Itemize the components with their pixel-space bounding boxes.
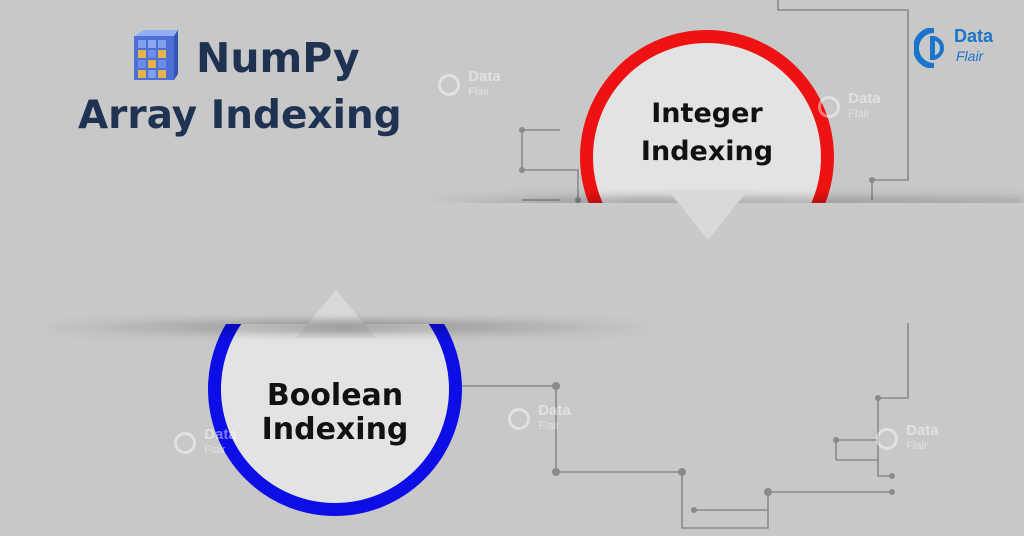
watermark: Data Flair	[876, 422, 939, 453]
watermark-text1: Data	[468, 68, 501, 85]
boolean-label-line1: Boolean	[266, 378, 404, 413]
watermark: Data Flair	[174, 426, 237, 457]
watermark: Data Flair	[438, 68, 501, 99]
integer-label-line2: Indexing	[640, 136, 774, 167]
dataflair-logo-icon	[914, 28, 944, 68]
dataflair-brand[interactable]: Data Flair	[912, 24, 1004, 72]
brand-name-line2: Flair	[956, 48, 984, 64]
watermark-text2: Flair	[468, 86, 490, 98]
watermark-text2: Flair	[906, 440, 928, 452]
watermark-text2: Flair	[848, 108, 870, 120]
boolean-indexing-label: Boolean Indexing	[221, 379, 449, 447]
watermark-text1: Data	[538, 402, 571, 419]
boolean-label-line2: Indexing	[261, 412, 409, 447]
bottom-fold-shadow	[40, 320, 650, 334]
integer-label-line1: Integer	[651, 98, 763, 129]
watermark-text2: Flair	[538, 420, 560, 432]
dataflair-watermark-icon	[174, 431, 196, 454]
dataflair-watermark-icon	[818, 95, 840, 118]
brand-name-line1: Data	[954, 26, 994, 46]
watermark-text1: Data	[848, 90, 881, 107]
top-pointer	[668, 190, 748, 240]
watermark-text1: Data	[204, 426, 237, 443]
dataflair-watermark-icon	[876, 427, 898, 450]
watermark: Data Flair	[508, 402, 571, 433]
watermark: Data Flair	[818, 90, 881, 121]
bottom-pointer	[296, 290, 376, 338]
watermark-text2: Flair	[204, 444, 226, 456]
integer-indexing-label: Integer Indexing	[593, 95, 821, 171]
numpy-cube-icon	[134, 30, 178, 80]
dataflair-watermark-icon	[508, 407, 530, 430]
middle-band	[0, 203, 1024, 323]
title-line2: Array Indexing	[78, 93, 402, 138]
watermark-text1: Data	[906, 422, 939, 439]
title-line1: NumPy	[196, 34, 360, 82]
dataflair-watermark-icon	[438, 73, 460, 96]
